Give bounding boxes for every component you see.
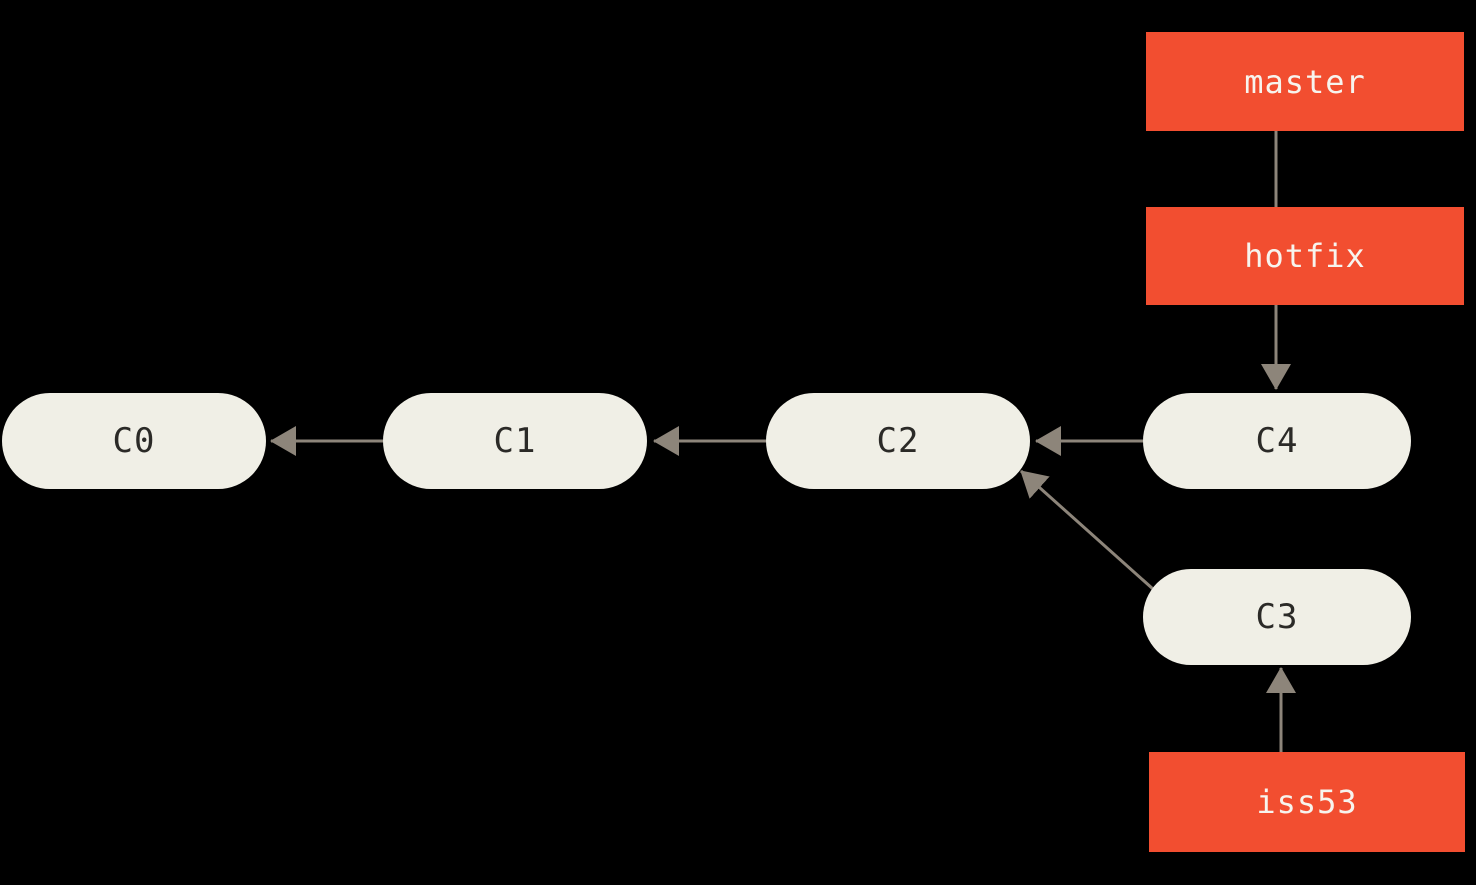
- branch-box-master: master: [1146, 32, 1464, 131]
- commit-node-c2: C2: [766, 393, 1030, 489]
- commit-node-c4: C4: [1143, 393, 1411, 489]
- branch-label-master: master: [1244, 62, 1366, 101]
- commit-node-c3: C3: [1143, 569, 1411, 665]
- commit-node-c0: C0: [2, 393, 266, 489]
- commit-label-c3: C3: [1255, 597, 1299, 637]
- branch-label-iss53: iss53: [1256, 783, 1358, 821]
- commit-label-c2: C2: [876, 421, 920, 461]
- branch-label-hotfix: hotfix: [1244, 237, 1366, 275]
- commit-node-c1: C1: [383, 393, 647, 489]
- branch-box-hotfix: hotfix: [1146, 207, 1464, 305]
- commit-label-c1: C1: [493, 421, 537, 461]
- commit-label-c0: C0: [112, 421, 156, 461]
- edge-c3-c2: [1020, 469, 1154, 591]
- branch-box-iss53: iss53: [1149, 752, 1465, 852]
- commit-label-c4: C4: [1255, 421, 1299, 461]
